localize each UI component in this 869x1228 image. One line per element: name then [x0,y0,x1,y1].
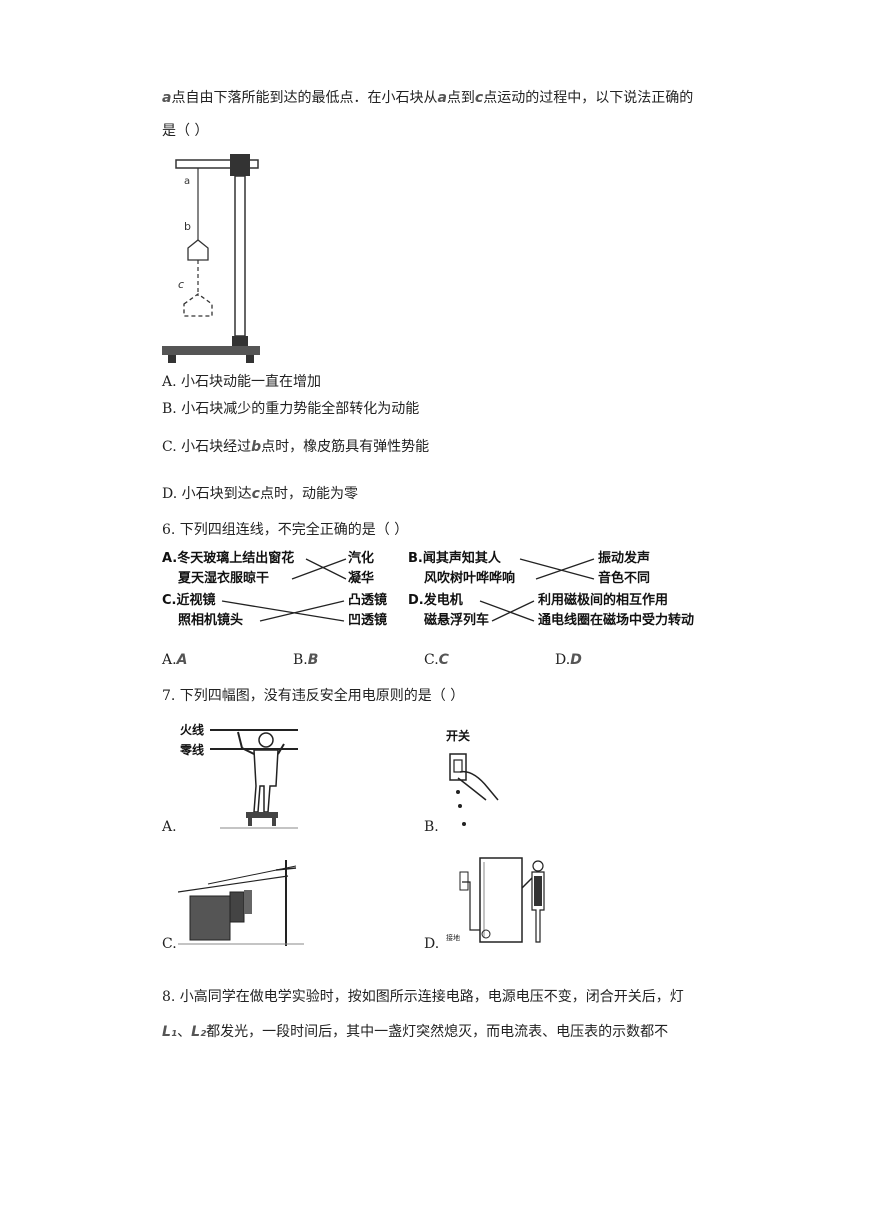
q8-l1-symbol: L₁ [162,1024,178,1040]
q5-fig-label-b: b [184,220,191,233]
q5-option-d: D. 小石块到达c点时，动能为零 [162,486,358,502]
q6-matching-table: A.冬天玻璃上结出窗花 夏天湿衣服晾干 汽化 凝华 B.闻其声知其人 风吹树叶哗… [162,549,742,629]
q6-b-left1: B.闻其声知其人 [408,551,501,566]
q6-a-right2: 凝华 [348,571,375,586]
q5-option-b: B. 小石块减少的重力势能全部转化为动能 [162,401,420,417]
q5-line1: a点自由下落所能到达的最低点．在小石块从a点到c点运动的过程中，以下说法正确的 [162,90,694,106]
q7-fig-d-label: D. [424,936,440,952]
q6-c-left1: C.近视镜 [162,593,216,608]
q7-fig-b-label: B. [424,819,439,835]
q5-var-a: a [162,90,172,106]
q6-option-b: B.B [293,652,319,668]
q6-d-right1: 利用磁极间的相互作用 [538,593,669,608]
q6-d-left1: D.发电机 [408,593,463,608]
q7-ground-label: 接地 [446,933,460,942]
q6-c-right2: 凹透镜 [348,613,388,628]
q6-option-c: C.C [424,652,449,668]
q6-connector-lines [221,558,595,622]
q5-option-c: C. 小石块经过b点时，橡皮筋具有弹性势能 [162,439,430,455]
q6-stem: 6. 下列四组连线，不完全正确的是（ ） [162,522,409,538]
q7-fig-c [178,860,304,946]
q7-stem: 7. 下列四幅图，没有违反安全用电原则的是（ ） [162,688,465,704]
q5-stand-figure: a b c [162,154,260,363]
q6-c-left2: 照相机镜头 [178,613,244,628]
q6-b-left2: 风吹树叶哗哗响 [424,571,516,586]
q6-a-left1: A.冬天玻璃上结出窗花 [162,551,295,566]
q8-line1: 8. 小高同学在做电学实验时，按如图所示连接电路，电源电压不变，闭合开关后，灯 [162,989,684,1005]
q6-a-left2: 夏天湿衣服晾干 [178,571,270,586]
q6-option-a: A.A [162,652,188,668]
q7-fig-b: 开关 [446,728,499,826]
q7-switch-label: 开关 [446,728,470,743]
q7-neutral-wire-label: 零线 [180,742,204,757]
q6-option-d: D.D [555,652,582,668]
q8-line2: L₁、L₂都发光，一段时间后，其中一盏灯突然熄灭，而电流表、电压表的示数都不 [162,1024,669,1040]
q8-l2-symbol: L₂ [191,1024,207,1040]
q5-fig-label-c: c [178,278,184,291]
q7-fig-d: 接地 [446,857,545,943]
q6-b-right1: 振动发声 [598,551,651,566]
q5-line2: 是（ ） [162,123,209,139]
q7-live-wire-label: 火线 [180,722,204,737]
q7-fig-a-label: A. [162,819,177,835]
q7-fig-a: 火线 零线 [180,722,298,829]
q6-a-right1: 汽化 [348,551,375,566]
q6-d-left2: 磁悬浮列车 [424,613,490,628]
q6-b-right2: 音色不同 [598,571,651,586]
q5-option-a: A. 小石块动能一直在增加 [162,374,322,390]
q5-fig-label-a: a [184,176,190,187]
q7-fig-c-label: C. [162,936,177,952]
q6-d-right2: 通电线圈在磁场中受力转动 [538,613,695,628]
q6-c-right1: 凸透镜 [348,593,388,608]
